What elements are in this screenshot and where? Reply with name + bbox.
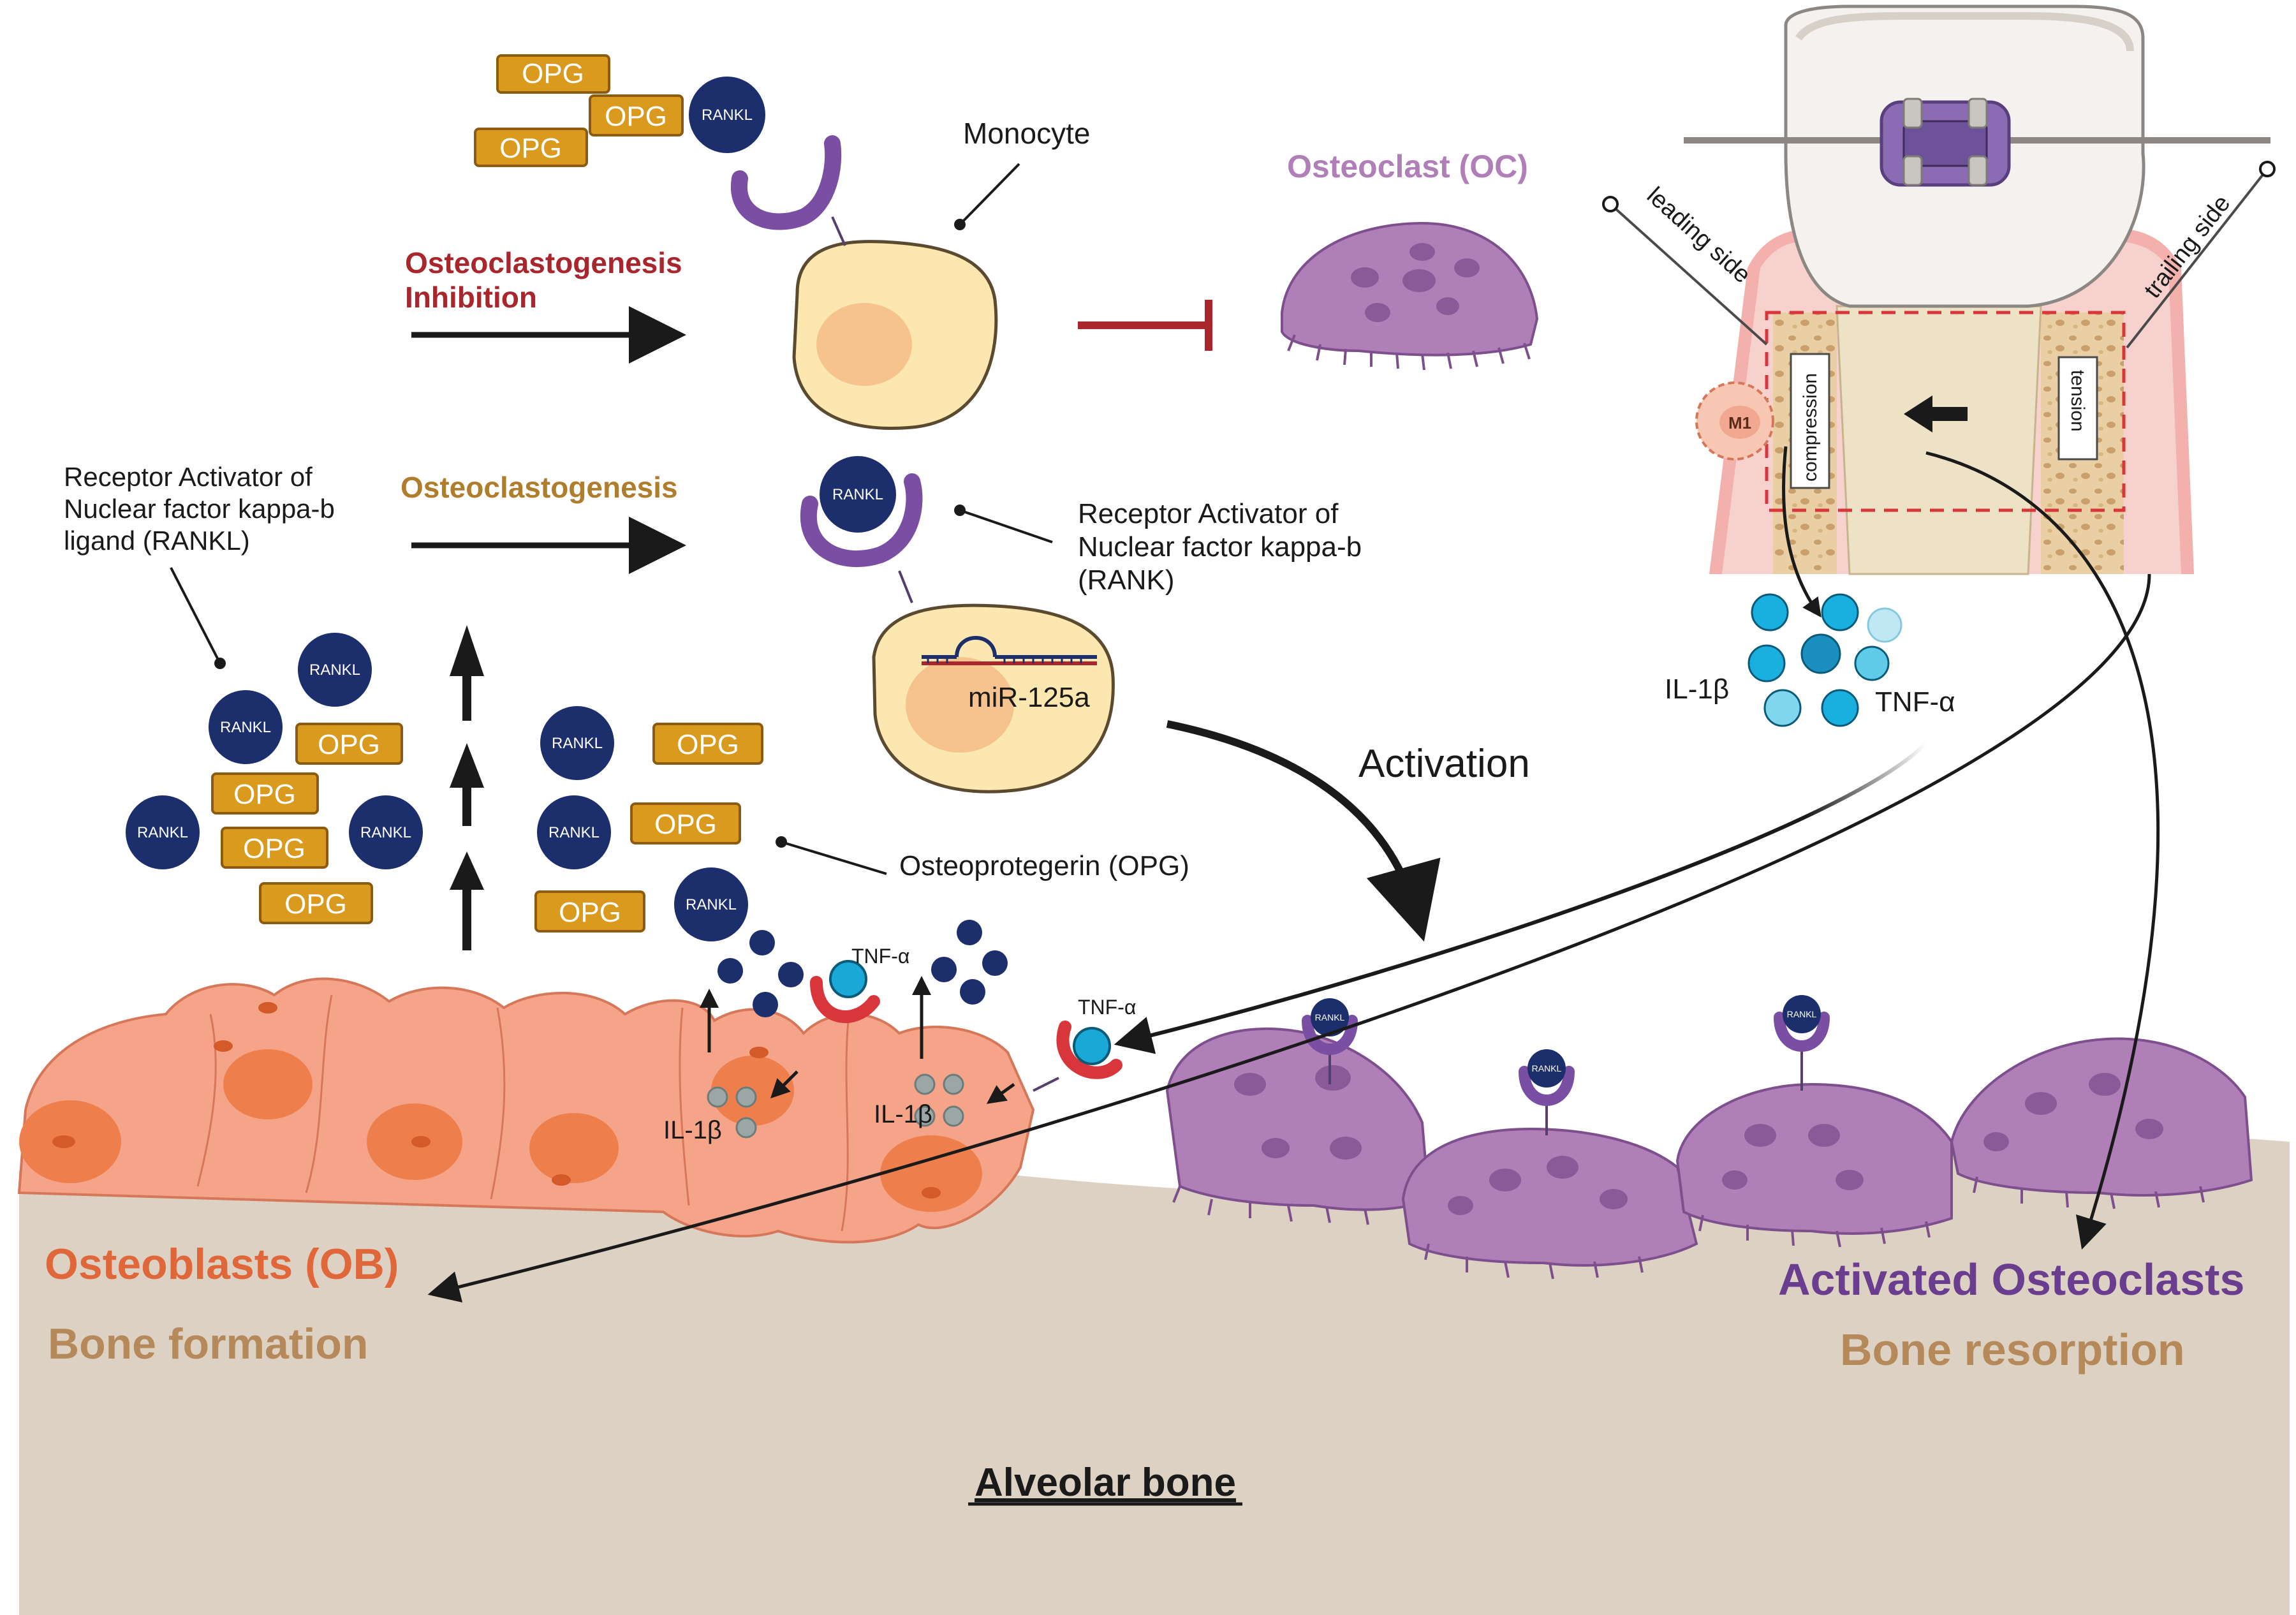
activation-label: Activation bbox=[1358, 742, 1530, 786]
svg-text:RANKL: RANKL bbox=[686, 896, 737, 913]
inhibition-bar bbox=[1078, 300, 1212, 351]
rank-label-line1: Receptor Activator of bbox=[1078, 498, 1339, 529]
rankl-molecules bbox=[126, 77, 765, 941]
svg-text:RANKL: RANKL bbox=[220, 719, 271, 736]
rank-receptor-oc1: RANKL bbox=[1302, 998, 1358, 1084]
monocyte-top bbox=[730, 135, 998, 430]
tnf-receptor-ob2 bbox=[1033, 1021, 1122, 1092]
activated-osteoclasts bbox=[1165, 1027, 2253, 1279]
mirna-label: miR-125a bbox=[968, 682, 1090, 713]
monocyte-label: Monocyte bbox=[963, 117, 1090, 150]
rankl-callout bbox=[170, 567, 221, 664]
activated-osteoclasts-label: Activated Osteoclasts bbox=[1778, 1255, 2244, 1304]
alveolar-bone-label: Alveolar bone bbox=[975, 1461, 1236, 1505]
inhibition-label-line2: Inhibition bbox=[405, 281, 537, 314]
rank-label-line3: (RANK) bbox=[1078, 564, 1175, 596]
monocyte-callout bbox=[959, 163, 1020, 226]
rankl-token-oc2: RANKL bbox=[1532, 1063, 1562, 1073]
leading-side-dot bbox=[1602, 196, 1619, 212]
leading-side-label: leading side bbox=[1642, 182, 1756, 288]
m1-macrophage: M1 bbox=[1695, 381, 1774, 461]
osteoblast-layer bbox=[17, 977, 1035, 1244]
rankl-molecule-labels: RANKL RANKL RANKL RANKL RANKL RANKL RANK… bbox=[137, 107, 753, 913]
rank-callout-dot bbox=[954, 505, 966, 516]
tooth-periodontium bbox=[1684, 4, 2270, 575]
osteoclast-top bbox=[1281, 221, 1539, 371]
leading-side-callout bbox=[1609, 203, 1768, 346]
svg-text:OPG: OPG bbox=[233, 779, 296, 810]
monocyte-callout-dot bbox=[954, 219, 966, 230]
opg-callout-dot bbox=[776, 836, 787, 848]
il1b-label-tooth: IL-1β bbox=[1665, 674, 1729, 705]
rank-receptor-oc3: RANKL bbox=[1774, 995, 1830, 1091]
compression-label: compression bbox=[1800, 373, 1821, 482]
activation-arrow bbox=[1166, 720, 1441, 942]
trailing-side-dot bbox=[2259, 161, 2276, 177]
cytokine-cluster bbox=[1748, 593, 1902, 727]
svg-text:OPG: OPG bbox=[677, 729, 739, 760]
svg-text:OPG: OPG bbox=[284, 889, 347, 920]
mirna-hairpin bbox=[922, 636, 1097, 665]
opg-molecule-labels: OPG OPG OPG OPG OPG OPG OPG OPG OPG OPG bbox=[233, 58, 739, 928]
m1-to-cytokines-arrow bbox=[1782, 446, 1821, 618]
svg-text:OPG: OPG bbox=[318, 729, 380, 760]
rankl-def-line3: ligand (RANKL) bbox=[64, 526, 250, 556]
svg-text:RANKL: RANKL bbox=[548, 824, 600, 841]
svg-text:OPG: OPG bbox=[605, 101, 667, 132]
osteoblasts-label: Osteoblasts (OB) bbox=[45, 1240, 399, 1288]
monocyte-rank: RANKL bbox=[800, 456, 1115, 793]
opg-definition-label: Osteoprotegerin (OPG) bbox=[899, 850, 1189, 881]
cytokine-to-bone-arrow bbox=[427, 573, 2151, 1303]
tension-label: tension bbox=[2067, 370, 2088, 432]
tension-box: tension bbox=[2057, 356, 2098, 461]
svg-text:RANKL: RANKL bbox=[137, 824, 188, 841]
tnfa-label-ob2: TNF-α bbox=[1078, 996, 1136, 1019]
svg-text:RANKL: RANKL bbox=[360, 824, 411, 841]
svg-text:OPG: OPG bbox=[243, 833, 305, 864]
osteoclast-label: Osteoclast (OC) bbox=[1287, 149, 1528, 184]
tnfa-label-ob1: TNF-α bbox=[851, 945, 909, 968]
force-arrow bbox=[1904, 395, 1968, 432]
il1b-label-ob1: IL-1β bbox=[663, 1116, 722, 1144]
rankl-callout-dot bbox=[214, 658, 226, 669]
compression-box: compression bbox=[1790, 353, 1830, 489]
opg-molecules bbox=[211, 54, 763, 933]
bone-formation-label: Bone formation bbox=[48, 1320, 368, 1368]
svg-text:OPG: OPG bbox=[654, 809, 717, 840]
rankl-token-oc1: RANKL bbox=[1315, 1012, 1345, 1022]
rankl-def-line1: Receptor Activator of bbox=[64, 462, 313, 492]
bone-resorption-label: Bone resorption bbox=[1840, 1325, 2185, 1375]
rankl-token-rank: RANKL bbox=[832, 486, 883, 503]
svg-text:OPG: OPG bbox=[499, 133, 562, 164]
cytokine-to-ob-arrow bbox=[1114, 741, 1928, 1054]
il1b-granules-ob bbox=[707, 1073, 964, 1139]
rank-callout bbox=[959, 509, 1053, 543]
trailing-side-callout bbox=[2126, 168, 2269, 349]
rank-receptor-oc2: RANKL bbox=[1519, 1049, 1575, 1135]
tooth-to-oc-arrow bbox=[1925, 451, 2160, 1250]
tnfa-label-tooth: TNF-α bbox=[1875, 686, 1955, 718]
upward-arrows bbox=[450, 625, 484, 950]
opg-rankl-field: RANKL RANKL RANKL RANKL RANKL RANKL RANK… bbox=[126, 54, 765, 941]
ob-arrows bbox=[700, 976, 1015, 1104]
svg-text:RANKL: RANKL bbox=[552, 735, 603, 752]
svg-text:OPG: OPG bbox=[522, 58, 584, 89]
svg-text:OPG: OPG bbox=[559, 897, 621, 928]
rankl-token-oc3: RANKL bbox=[1787, 1009, 1817, 1019]
il1b-label-ob2: IL-1β bbox=[874, 1100, 932, 1128]
tnf-receptor-ob1 bbox=[810, 960, 880, 1023]
rank-label-line2: Nuclear factor kappa-b bbox=[1078, 531, 1362, 563]
small-rankl-cluster bbox=[718, 920, 1008, 1017]
opg-callout bbox=[781, 841, 887, 875]
rankl-def-line2: Nuclear factor kappa-b bbox=[64, 494, 335, 524]
svg-text:RANKL: RANKL bbox=[309, 661, 360, 679]
inhibition-label-line1: Osteoclastogenesis bbox=[405, 246, 682, 279]
svg-text:RANKL: RANKL bbox=[702, 107, 753, 124]
osteoclastogenesis-label: Osteoclastogenesis bbox=[401, 471, 678, 504]
m1-label: M1 bbox=[1728, 413, 1751, 432]
